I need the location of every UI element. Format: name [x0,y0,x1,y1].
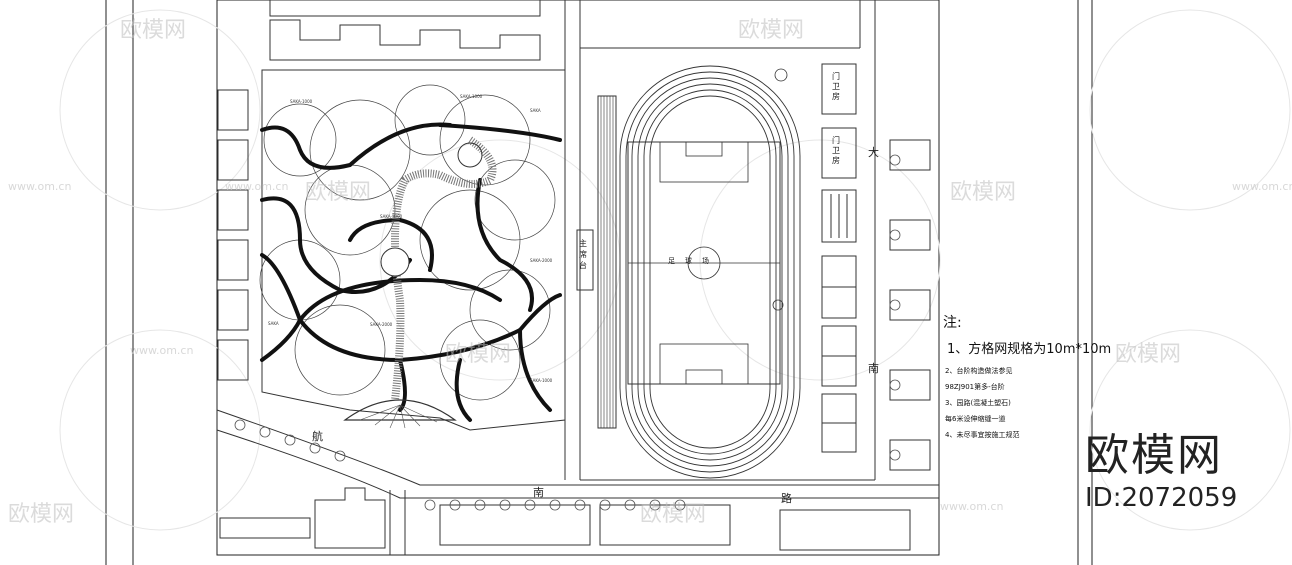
svg-text:SAKA-1000: SAKA-1000 [530,378,553,383]
watermark-text: 欧模网 [1115,342,1182,367]
park-area [259,69,566,431]
svg-text:SAKA-3000: SAKA-3000 [380,214,403,219]
street-trees [234,154,901,511]
brand-logo: 欧模网 [1085,430,1223,481]
watermark-text: 欧模网 [305,180,372,205]
svg-text:SAKA-2000: SAKA-2000 [530,258,553,263]
road-label-right-1: 大 [868,146,879,159]
svg-text:SAKA-2000: SAKA-2000 [370,322,393,327]
road-label-bottom-1: 南 [533,486,544,499]
stage-label: 主席台 [579,239,587,270]
watermark-text: 欧模网 [950,180,1017,205]
watermark-text: 欧模网 [445,342,512,367]
surrounding-buildings [217,0,931,551]
watermark-text: 欧模网 [120,18,187,43]
svg-text:SAKA-1000: SAKA-1000 [290,99,313,104]
notes-title: 注: [943,315,962,331]
drawing-notes: 注: 1、方格网规格为10m*10m 2、台阶构造做法参见 98ZJ901第多-… [943,312,1111,443]
road-label-bottom-2: 路 [781,492,792,505]
road-label-left: 航 [312,430,323,443]
notes-item-1: 1、方格网规格为10m*10m [947,342,1112,357]
svg-text:SAKA: SAKA [268,321,279,326]
watermark-url: www.om.cn [225,180,289,193]
model-id: ID:2072059 [1085,483,1238,513]
field-label: 足球场 [668,257,719,265]
watermark-url: www.om.cn [1232,180,1292,193]
watermark-url: www.om.cn [130,344,194,357]
watermark-url: www.om.cn [940,500,1004,513]
svg-text:SAKA: SAKA [530,108,541,113]
watermark-text: 欧模网 [640,502,707,527]
sports-stadium [576,65,801,479]
watermark-text: 欧模网 [738,18,805,43]
notes-item-2b: 98ZJ901第多-台阶 [945,383,1005,391]
roads [216,0,939,555]
svg-text:SAKA-1000: SAKA-1000 [460,94,483,99]
notes-item-3: 3、园路(混凝土塑石) [945,399,1011,407]
gatehouse-label-2: 门卫房 [832,136,840,165]
watermark-url: www.om.cn [8,180,72,193]
plan-annotations: SAKA-1000 SAKA-1000 SAKA SAKA-3000 SAKA-… [268,94,553,383]
watermark-text: 欧模网 [8,502,75,527]
watermark-circles [59,9,1291,531]
notes-item-2: 2、台阶构造做法参见 [945,367,1013,375]
gatehouse-label-1: 门卫房 [832,72,840,101]
notes-item-3b: 每6米设伸缩缝一道 [945,415,1006,423]
brand-block: 欧模网 ID:2072059 [1085,430,1237,514]
notes-item-4: 4、未尽事宜按施工规范 [945,431,1020,439]
east-facilities [821,63,857,453]
road-label-right-2: 南 [868,362,879,375]
